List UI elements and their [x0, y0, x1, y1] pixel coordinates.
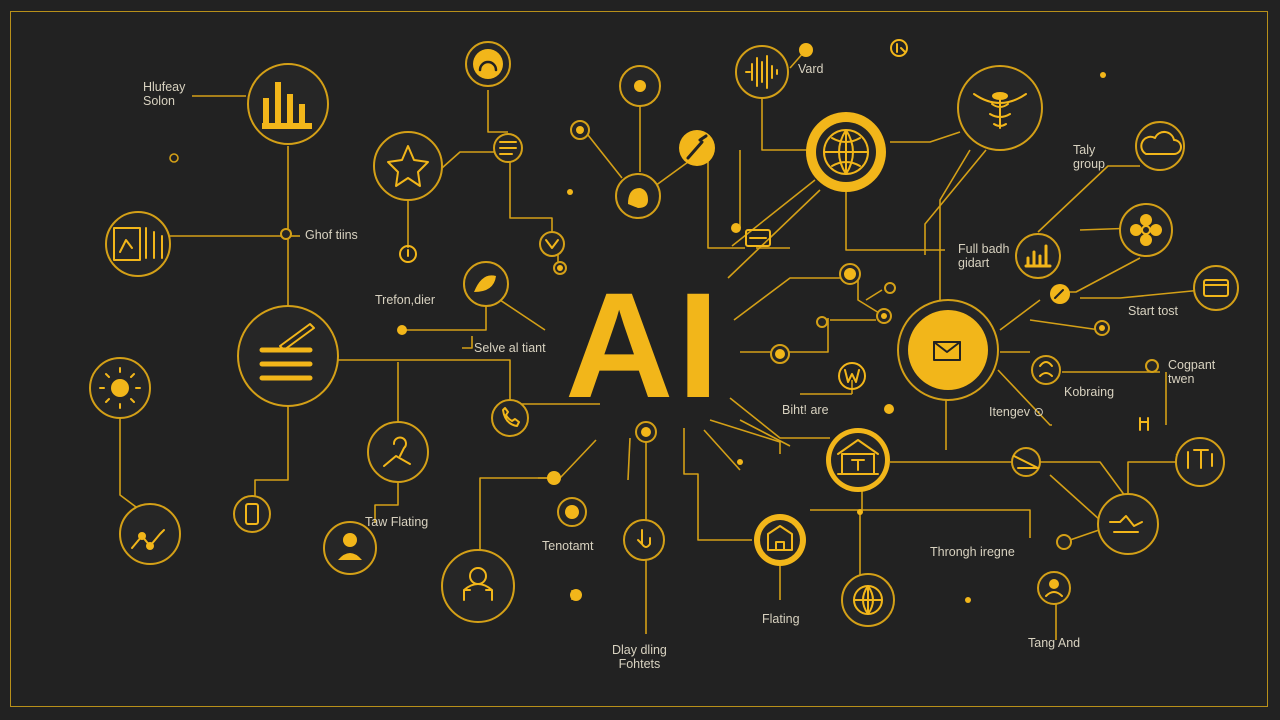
ai-title: AI: [565, 261, 723, 429]
label-bibl-are: Biht! are: [782, 403, 829, 417]
label-full-bach-gidart: Full badh gidart: [958, 242, 1010, 270]
label-kobraing: Kobraing: [1064, 385, 1115, 399]
label-trefondier: Trefon,dier: [375, 293, 435, 307]
label-flating: Flating: [762, 612, 800, 626]
label-cogpant-twen: Cogpant twen: [1168, 358, 1216, 386]
label-taw-flating: Taw Flating: [365, 515, 429, 529]
label-tengev: Itengev ⊙: [989, 405, 1044, 419]
label-taly-group: Taly group: [1073, 143, 1105, 171]
label-ghof-tins: Ghof tiins: [305, 228, 358, 242]
label-tenotamt: Tenotamt: [542, 539, 594, 553]
label-selve-ai-tiant: Selve al tiant: [474, 341, 546, 355]
label-histogram-solon: Hlufeay Solon: [143, 80, 186, 108]
label-tang-and: Tang And: [1028, 636, 1081, 650]
label-vard: Vard: [798, 62, 824, 76]
label-throngh-iregne: Throngh iregne: [930, 545, 1015, 559]
label-start-tost: Start tost: [1128, 304, 1179, 318]
label-day-fohtets: Dlay dling Fohtets: [612, 643, 667, 671]
outer-frame: [10, 11, 1268, 707]
